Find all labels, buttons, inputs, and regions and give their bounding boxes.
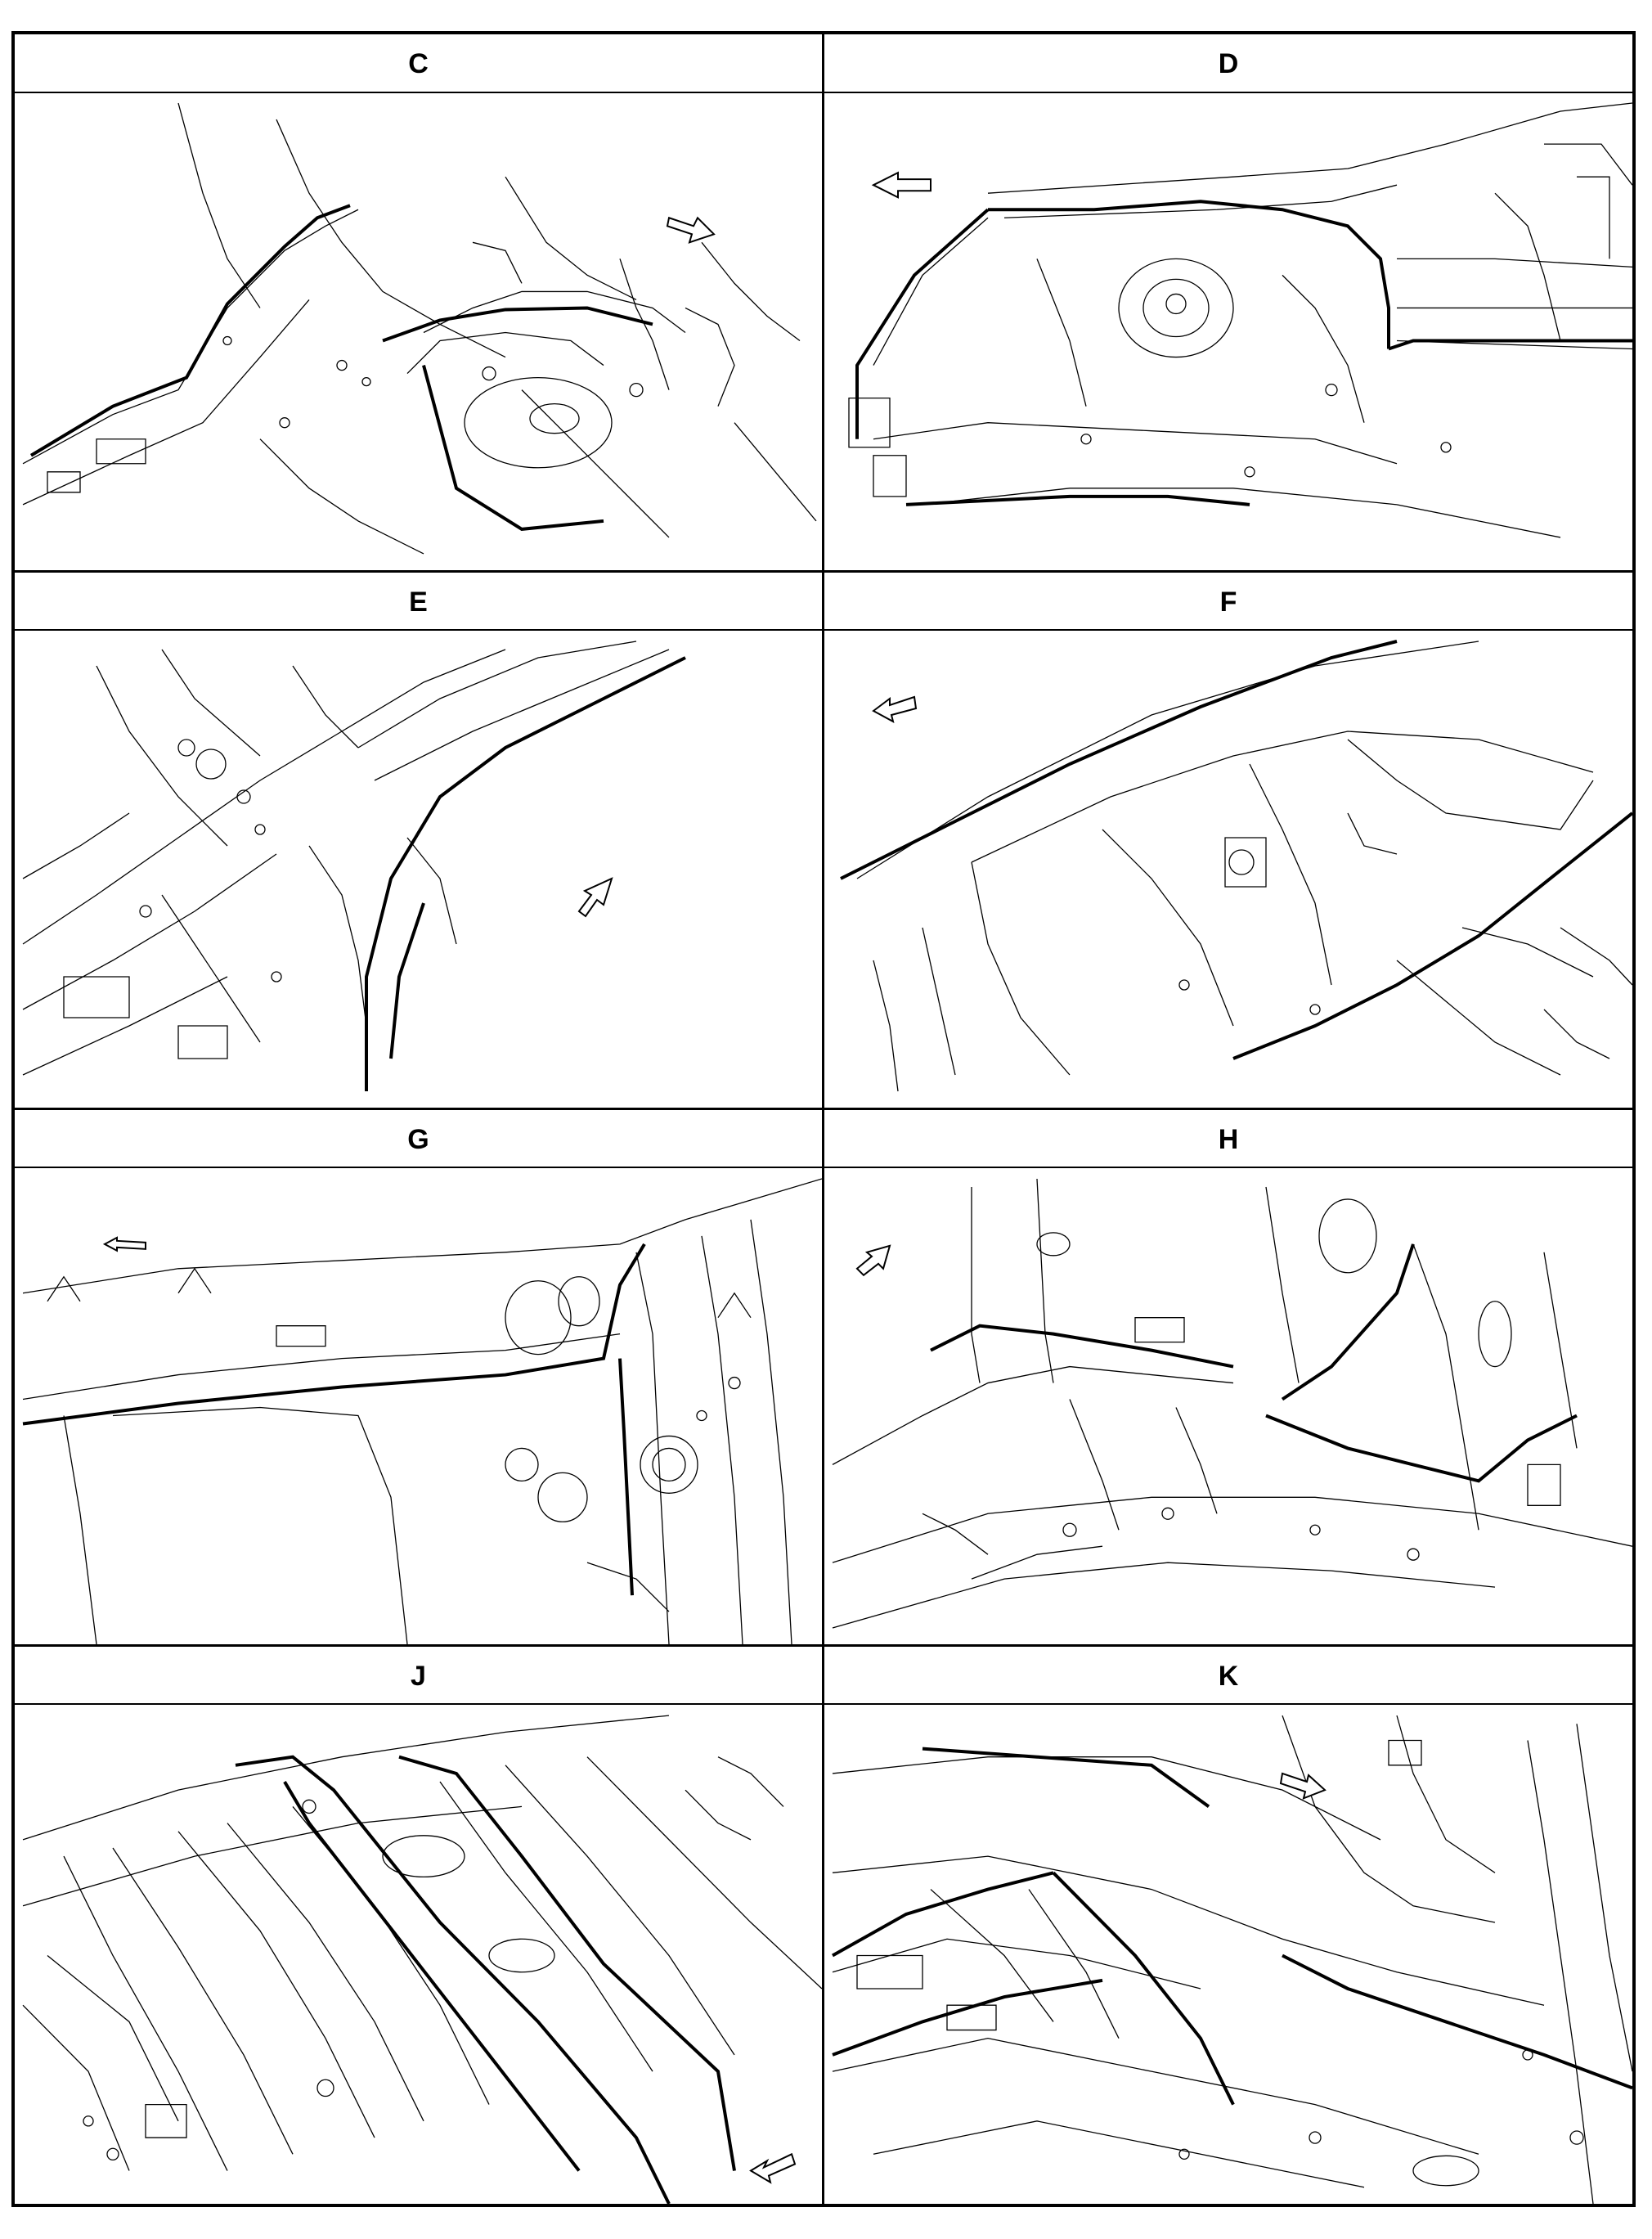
- header-line-4: [15, 1703, 1632, 1705]
- direction-arrow-icon: [105, 1238, 146, 1251]
- row-divider-3: [15, 1644, 1632, 1647]
- header-line-2: [15, 629, 1632, 631]
- panel-illustration: [15, 95, 822, 570]
- header-line-1: [15, 92, 1632, 93]
- body-structure-drawing: [824, 1171, 1632, 1644]
- body-structure-drawing: [15, 1171, 822, 1644]
- panel-illustration: [824, 95, 1632, 570]
- panel-label: H: [1218, 1123, 1239, 1155]
- body-structure-drawing: [15, 1707, 822, 2204]
- diagram-sheet: C: [11, 31, 1636, 2207]
- direction-arrow-icon: [873, 697, 916, 722]
- panel-f: F: [824, 573, 1632, 1108]
- body-structure-drawing: [15, 95, 822, 570]
- panel-c: C: [15, 34, 822, 570]
- panel-illustration: [15, 1707, 822, 2204]
- row-divider-1: [15, 570, 1632, 573]
- panel-h: H: [824, 1110, 1632, 1644]
- direction-arrow-icon: [857, 1246, 890, 1275]
- panel-label: G: [407, 1123, 429, 1155]
- panel-label: C: [408, 47, 429, 79]
- panel-g: G: [15, 1110, 822, 1644]
- center-divider: [822, 34, 824, 2204]
- body-structure-drawing: [824, 95, 1632, 570]
- direction-arrow-icon: [873, 173, 931, 197]
- panel-illustration: [15, 633, 822, 1108]
- direction-arrow-icon: [579, 879, 612, 916]
- panel-label: F: [1219, 586, 1237, 618]
- panel-label: J: [411, 1660, 426, 1692]
- panel-label: K: [1218, 1660, 1239, 1692]
- panel-illustration: [824, 1171, 1632, 1644]
- panel-illustration: [824, 1707, 1632, 2204]
- panel-label: E: [409, 586, 428, 618]
- row-divider-2: [15, 1108, 1632, 1110]
- panel-k: K: [824, 1647, 1632, 2204]
- direction-arrow-icon: [667, 218, 714, 242]
- panel-label: D: [1218, 47, 1239, 79]
- body-structure-drawing: [824, 1707, 1632, 2204]
- panel-j: J: [15, 1647, 822, 2204]
- panel-e: E: [15, 573, 822, 1108]
- panel-illustration: [15, 1171, 822, 1644]
- direction-arrow-icon: [751, 2154, 795, 2182]
- body-structure-drawing: [824, 633, 1632, 1108]
- direction-arrow-icon: [1281, 1774, 1325, 1798]
- panel-d: D: [824, 34, 1632, 570]
- header-line-3: [15, 1167, 1632, 1168]
- panel-illustration: [824, 633, 1632, 1108]
- body-structure-drawing: [15, 633, 822, 1108]
